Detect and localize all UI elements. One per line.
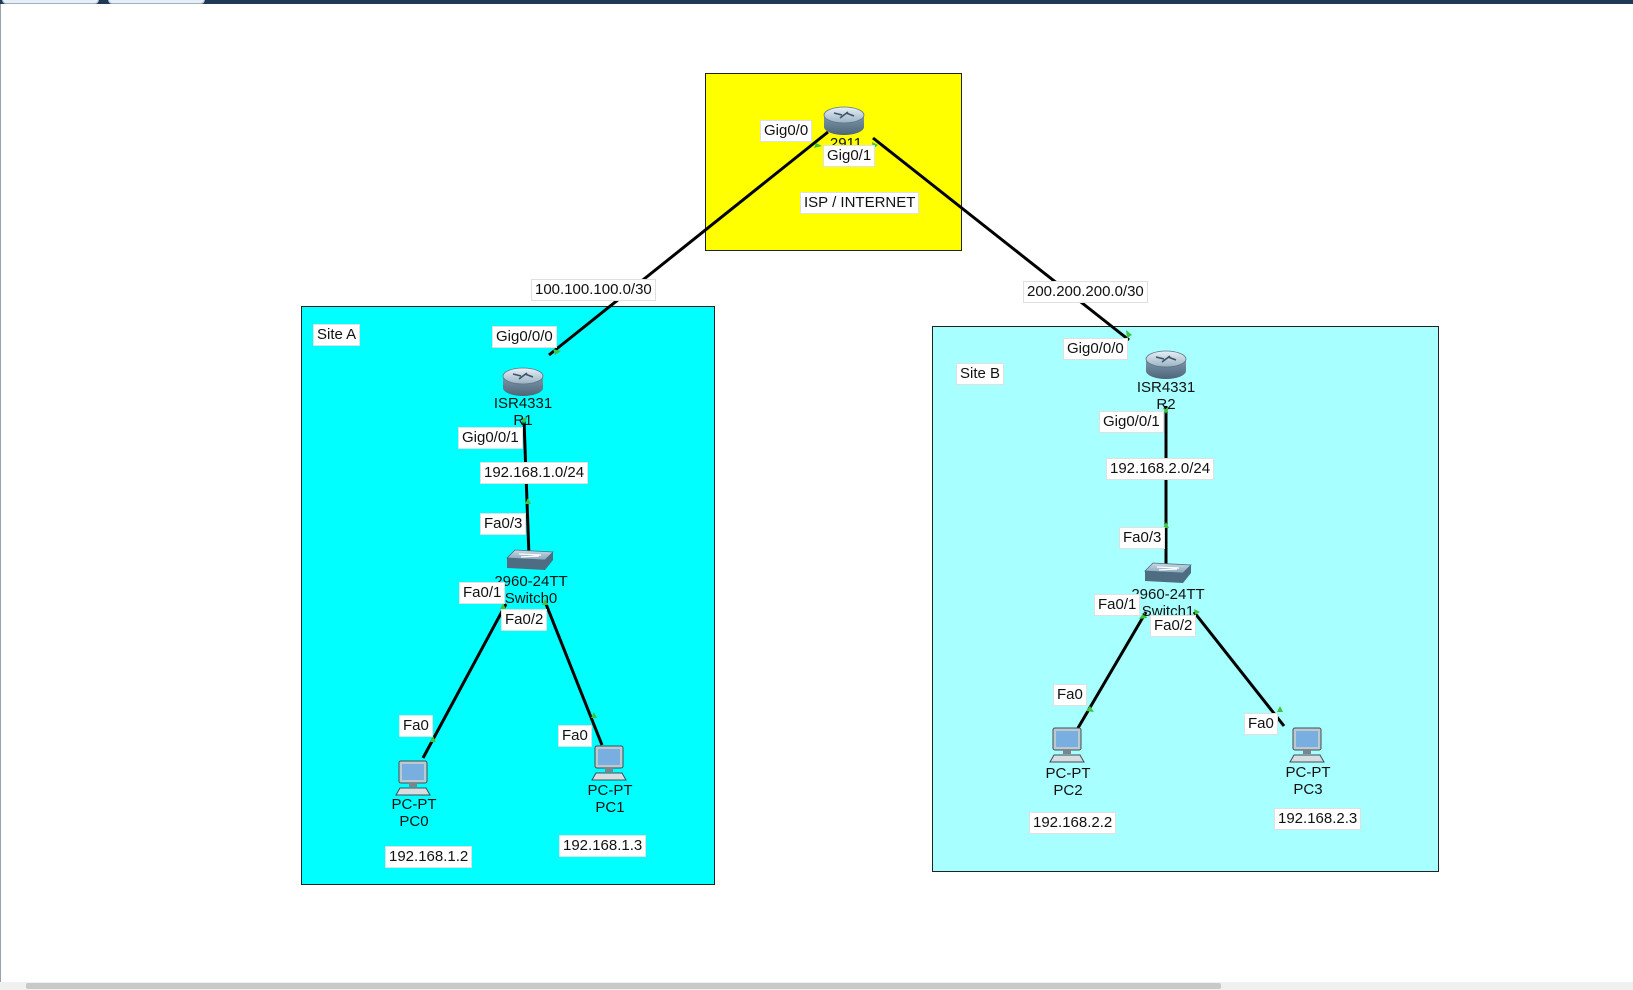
device-model: 2960-24TT [494, 573, 568, 590]
port-light-isp-gig00 [814, 143, 822, 148]
link-r1-switch0[interactable] [522, 419, 531, 557]
link-isp-r1[interactable] [548, 130, 829, 357]
device-model: ISR4331 [493, 395, 553, 412]
port-label-sw1-fa03[interactable]: Fa0/3 [1120, 528, 1165, 548]
ip-note-pc2[interactable]: 192.168.2.2 [1030, 813, 1116, 833]
ip-note-pc0[interactable]: 192.168.1.2 [386, 847, 472, 867]
pc-icon[interactable] [1049, 727, 1085, 763]
port-label-r1-gig001[interactable]: Gig0/0/1 [459, 428, 522, 448]
link-switch1-pc3[interactable] [1192, 611, 1286, 727]
port-light-r2-gig000 [1126, 330, 1132, 338]
pc0-name[interactable]: PC-PT PC0 [392, 796, 437, 830]
port-light-sw0-fa01 [500, 603, 506, 609]
port-label-pc0-fa0[interactable]: Fa0 [400, 716, 432, 736]
port-light-pc2 [1086, 706, 1094, 712]
router-icon[interactable] [1145, 350, 1187, 380]
device-name: R1 [513, 412, 533, 429]
port-label-sw0-fa02[interactable]: Fa0/2 [502, 610, 547, 630]
scrollbar-thumb[interactable] [26, 983, 1221, 989]
port-lights [430, 142, 1283, 742]
device-name: Switch0 [504, 590, 558, 607]
device-model: PC-PT [1285, 764, 1331, 781]
ip-note-pc1[interactable]: 192.168.1.3 [560, 836, 646, 856]
port-light-pc0 [430, 736, 436, 742]
pc-icon[interactable] [591, 745, 627, 781]
port-light-pc3 [1277, 706, 1283, 712]
port-label-pc1-fa0[interactable]: Fa0 [559, 726, 591, 746]
port-light-sw1-fa02 [1194, 609, 1200, 615]
port-label-pc2-fa0[interactable]: Fa0 [1054, 685, 1086, 705]
switch-icon[interactable] [1144, 562, 1192, 584]
port-label-r2-gig000[interactable]: Gig0/0/0 [1064, 339, 1127, 359]
link-switch0-pc1[interactable] [544, 603, 604, 746]
device-name: PC1 [595, 799, 625, 816]
device-model: 2960-24TT [1131, 586, 1205, 603]
port-light-pc1 [591, 712, 597, 718]
port-label-r2-gig001[interactable]: Gig0/0/1 [1100, 412, 1163, 432]
site-b-label: Site B [957, 364, 1004, 384]
device-name: PC0 [399, 813, 429, 830]
port-label-sw1-fa01[interactable]: Fa0/1 [1095, 595, 1140, 615]
port-light-r1-gig000 [553, 349, 561, 355]
link-switch0-pc0[interactable] [421, 603, 508, 759]
pc-icon[interactable] [395, 760, 431, 796]
logical-workspace[interactable]: ISP / INTERNET Site A Site B 2911 R ISR4… [0, 4, 1633, 982]
router-icon[interactable] [823, 106, 865, 136]
pc3-name[interactable]: PC-PT PC3 [1286, 764, 1331, 798]
site-a-area[interactable] [301, 306, 715, 885]
network-label-lan-b[interactable]: 192.168.2.0/24 [1107, 459, 1214, 479]
device-name: PC2 [1053, 782, 1083, 799]
pc-icon[interactable] [1289, 727, 1325, 763]
port-label-sw0-fa01[interactable]: Fa0/1 [460, 583, 505, 603]
port-light-sw0-fa03 [525, 498, 531, 504]
switch0-name[interactable]: 2960-24TT Switch0 [494, 573, 567, 607]
switch-icon[interactable] [506, 549, 554, 571]
port-light-r1-gig001 [521, 418, 527, 424]
horizontal-scrollbar[interactable] [0, 982, 1633, 990]
isp-area-label: ISP / INTERNET [801, 193, 919, 213]
port-label-r1-gig000[interactable]: Gig0/0/0 [493, 327, 556, 347]
network-label-wan-a[interactable]: 100.100.100.0/30 [532, 280, 655, 300]
port-light-r2-gig001 [1163, 408, 1169, 414]
ip-note-pc3[interactable]: 192.168.2.3 [1275, 809, 1361, 829]
switch1-name[interactable]: 2960-24TT Switch1 [1131, 586, 1204, 620]
link-lines [421, 130, 1286, 759]
device-name: PC3 [1293, 781, 1323, 798]
site-a-label: Site A [314, 325, 360, 345]
r2-name[interactable]: ISR4331 R2 [1137, 379, 1195, 413]
port-label-sw0-fa03[interactable]: Fa0/3 [481, 514, 526, 534]
device-name: R2 [1156, 396, 1176, 413]
window-title-bar [0, 0, 1633, 4]
device-model: PC-PT [1045, 765, 1091, 782]
site-b-area[interactable] [932, 326, 1439, 872]
topology-links [395, 106, 1325, 796]
network-label-lan-a[interactable]: 192.168.1.0/24 [481, 463, 588, 483]
port-label-isp-gig01[interactable]: Gig0/1 [824, 146, 875, 166]
device-model: PC-PT [587, 782, 633, 799]
pc2-name[interactable]: PC-PT PC2 [1046, 765, 1091, 799]
device-model: ISR4331 [1136, 379, 1196, 396]
port-light-sw0-fa02 [542, 599, 548, 605]
port-label-sw1-fa02[interactable]: Fa0/2 [1151, 616, 1196, 636]
r1-name[interactable]: ISR4331 R1 [494, 395, 552, 429]
port-light-sw1-fa01 [1139, 612, 1147, 619]
port-label-pc3-fa0[interactable]: Fa0 [1245, 714, 1277, 734]
device-model: PC-PT [391, 796, 437, 813]
router-icon[interactable] [502, 367, 544, 397]
port-light-sw1-fa03 [1163, 522, 1169, 528]
port-label-isp-gig00[interactable]: Gig0/0 [761, 121, 812, 141]
network-label-wan-b[interactable]: 200.200.200.0/30 [1024, 282, 1147, 302]
pc1-name[interactable]: PC-PT PC1 [588, 782, 633, 816]
link-isp-r2[interactable] [872, 136, 1130, 342]
device-name: Switch1 [1141, 603, 1195, 620]
